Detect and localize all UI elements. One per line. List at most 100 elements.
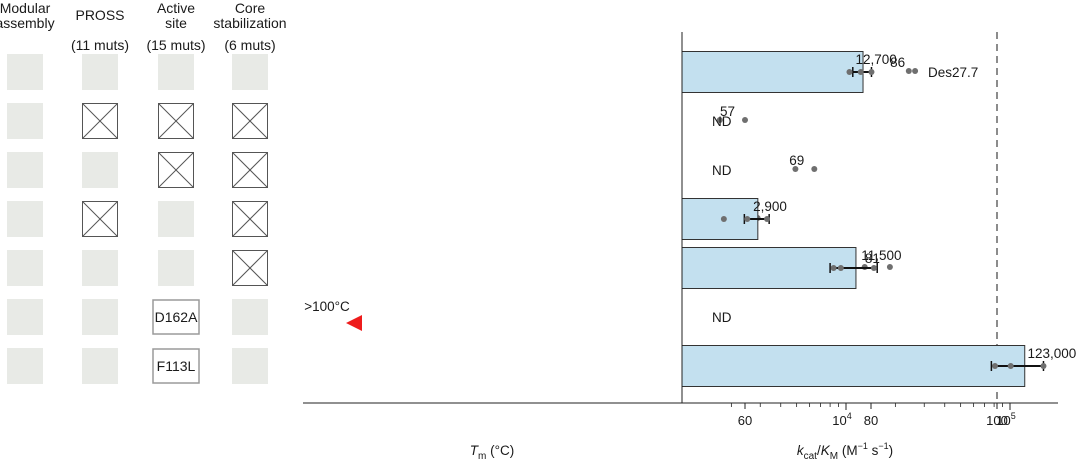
cell-cross-line: [232, 250, 268, 286]
column-header-mutations: (15 muts): [146, 37, 205, 53]
tm-axis-label-sub: m: [478, 451, 486, 462]
cell-included: [158, 201, 194, 237]
cell-mutation-label: D162A: [155, 309, 198, 325]
activity-point: [720, 216, 727, 222]
tm-value-label: >100°C: [304, 299, 350, 314]
axis-label-unit: (M: [838, 443, 858, 458]
tm-point: [912, 68, 919, 74]
activity-tick-label: 105: [996, 411, 1015, 428]
activity-bar: [681, 345, 1026, 387]
column-header-line: PROSS: [75, 7, 124, 23]
activity-point: [764, 216, 771, 222]
cell-included: [232, 299, 268, 335]
cell-included: [7, 152, 43, 188]
tm-point: [905, 68, 912, 74]
cell-included: [7, 348, 43, 384]
activity-value-label: 11,500: [861, 248, 901, 263]
cell-included: [7, 250, 43, 286]
tm-bar-chart: 8657696081>100°C821008060Tm (°C): [304, 32, 1008, 462]
activity-point: [837, 265, 844, 271]
activity-point: [830, 265, 837, 271]
activity-tick-base: 10: [996, 413, 1010, 428]
cell-cross-line: [158, 103, 194, 139]
cell-included: [7, 54, 43, 90]
cell-included: [82, 250, 118, 286]
cell-included: [7, 299, 43, 335]
activity-bar-chart: 12,700NDND2,90011,500ND123,000Des27.7104…: [681, 51, 1076, 462]
axis-label-unit: ): [889, 443, 894, 458]
tm-axis-label-main: T: [470, 443, 480, 458]
cell-included: [82, 299, 118, 335]
tm-point: [742, 117, 748, 123]
activity-tick-exponent: 4: [847, 411, 852, 421]
column-header-line: site: [165, 15, 187, 31]
activity-bar: [681, 51, 864, 93]
tm-axis-label: Tm (°C): [470, 443, 514, 462]
activity-nd-label: ND: [712, 310, 732, 325]
activity-axis-label: kcat/KM (M−1 s−1): [797, 441, 893, 462]
activity-point: [857, 69, 864, 75]
censored-marker: [346, 315, 362, 331]
activity-tick-base: 10: [832, 413, 846, 428]
activity-point: [870, 265, 877, 271]
axis-label-cat: cat: [804, 451, 818, 462]
cell-included: [232, 54, 268, 90]
activity-value-label: 2,900: [753, 199, 787, 214]
column-header-mutations: (6 muts): [224, 37, 275, 53]
cell-mutation-box: [152, 348, 200, 384]
axis-label-slash: /: [817, 443, 821, 458]
cell-mutation-box: [152, 299, 200, 335]
column-header-line: Core: [235, 0, 266, 16]
cell-included: [7, 103, 43, 139]
axis-label-K: K: [821, 443, 831, 458]
axis-label-M: M: [830, 451, 838, 462]
axis-label-unit: s: [868, 443, 879, 458]
activity-bar: [681, 247, 857, 289]
tm-point: [792, 166, 799, 172]
axis-label-exp: −1: [878, 441, 888, 451]
tm-point: [886, 264, 893, 270]
cell-included: [82, 152, 118, 188]
tm-point: [811, 166, 818, 172]
cell-cross-line: [158, 152, 194, 188]
activity-point: [868, 69, 875, 75]
tm-point: [716, 117, 723, 123]
cell-cross-line: [232, 152, 268, 188]
column-header-line: Modular: [0, 0, 51, 16]
cell-mutation-label: F113L: [157, 358, 196, 374]
column-header-mutations: (11 muts): [71, 37, 129, 53]
cell-cross-line: [232, 103, 268, 139]
axis-label-k: k: [797, 443, 805, 458]
tm-value-label: 86: [890, 55, 905, 70]
activity-nd-label: ND: [712, 114, 732, 129]
activity-point: [744, 216, 751, 222]
activity-value-label: 123,000: [1027, 346, 1076, 361]
tm-tick-label: 100: [986, 413, 1008, 428]
tm-tick-label: 60: [738, 413, 752, 428]
activity-point: [991, 363, 998, 369]
cell-cross-line: [82, 201, 118, 237]
column-header-line: assembly: [0, 15, 55, 31]
tm-tick-label: 80: [864, 413, 878, 428]
activity-point: [846, 69, 853, 75]
cell-included: [158, 250, 194, 286]
axis-label-exp: −1: [858, 441, 868, 451]
axes: [303, 32, 1058, 404]
column-header-line: Active: [157, 0, 195, 16]
cell-included: [82, 54, 118, 90]
activity-value-label: 12,700: [855, 52, 896, 67]
cell-included: [232, 348, 268, 384]
activity-tick-exponent: 5: [1011, 411, 1016, 421]
cell-included: [7, 201, 43, 237]
cell-cross-line: [82, 103, 118, 139]
column-header-line: stabilization: [213, 15, 286, 31]
variant-annotation: Des27.7: [928, 65, 978, 80]
tm-axis-label-unit: (°C): [486, 443, 514, 458]
tm-value-label: 81: [865, 251, 880, 266]
activity-point: [1007, 363, 1014, 369]
tm-value-label: 57: [720, 104, 735, 119]
tm-value-label: 69: [789, 153, 804, 168]
cell-included: [158, 54, 194, 90]
